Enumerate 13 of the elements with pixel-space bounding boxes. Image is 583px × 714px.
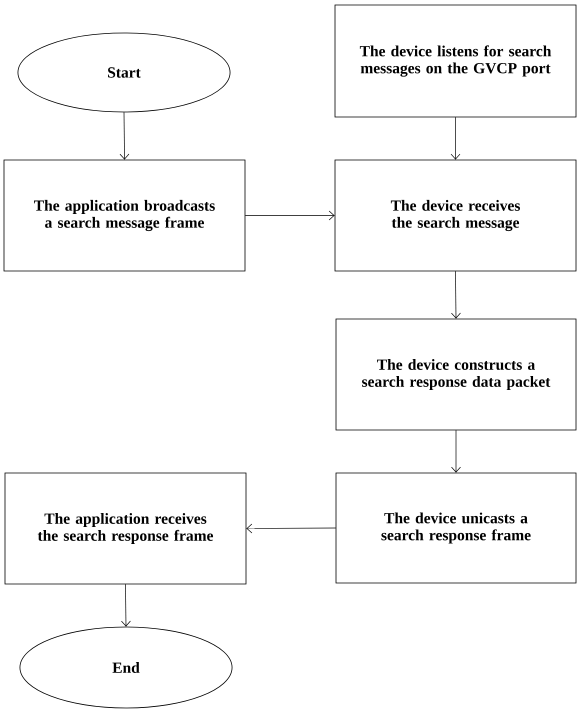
- arrow: [121, 584, 131, 627]
- arrow: [245, 210, 335, 220]
- process-box: The device unicasts a search response frame: [336, 472, 576, 584]
- arrow: [246, 524, 336, 534]
- arrow: [120, 112, 130, 160]
- process-box: The device listens for search messages on the GVCP port: [334, 4, 576, 118]
- arrow: [450, 117, 460, 160]
- arrow: [451, 430, 461, 473]
- arrow: [451, 271, 461, 319]
- process-box: The device receives the search message: [334, 160, 576, 272]
- process-box: The device constructs a search response data packet: [336, 318, 576, 430]
- process-box: The application receives the search response frame: [4, 472, 246, 584]
- process-box: The application broadcasts a search message frame: [4, 160, 246, 272]
